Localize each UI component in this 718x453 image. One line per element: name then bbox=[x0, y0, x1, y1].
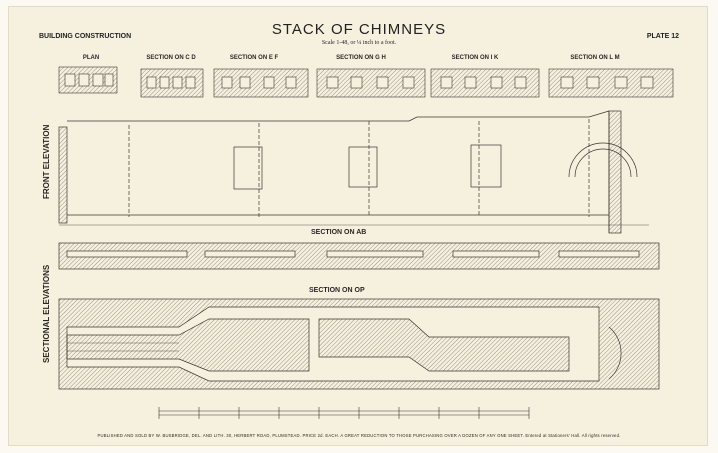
section-ef-drawing bbox=[213, 68, 309, 98]
footer-imprint: PUBLISHED AND SOLD BY W. BUSBRIDGE, DEL.… bbox=[97, 433, 621, 438]
label-section-ab: SECTION ON AB bbox=[311, 229, 367, 236]
section-cd-drawing bbox=[140, 68, 204, 98]
scale-bar bbox=[158, 407, 530, 419]
plate-number: PLATE 12 bbox=[646, 33, 679, 40]
label-section-op: SECTION ON OP bbox=[309, 287, 365, 294]
header-left: BUILDING CONSTRUCTION bbox=[39, 33, 132, 40]
section-op-drawing bbox=[58, 298, 660, 390]
label-section-ik: SECTION ON I K bbox=[451, 55, 499, 61]
drawing-sheet: BUILDING CONSTRUCTION STACK OF CHIMNEYS … bbox=[8, 6, 708, 446]
scale-note: Scale 1-48, or ¼ inch to a foot. bbox=[321, 40, 397, 46]
plan-drawing bbox=[58, 66, 118, 94]
label-section-ef: SECTION ON E F bbox=[229, 55, 279, 61]
technical-drawing bbox=[58, 66, 674, 419]
label-section-lm: SECTION ON L M bbox=[570, 55, 620, 61]
section-gh-drawing bbox=[316, 68, 426, 98]
label-section-gh: SECTION ON G H bbox=[336, 55, 386, 61]
front-elevation-drawing bbox=[58, 110, 649, 234]
page-title: STACK OF CHIMNEYS bbox=[271, 21, 447, 38]
section-ab-drawing bbox=[58, 242, 660, 270]
label-section-cd: SECTION ON C D bbox=[146, 55, 196, 61]
label-plan: PLAN bbox=[82, 55, 100, 61]
section-ik-drawing bbox=[430, 68, 540, 98]
section-lm-drawing bbox=[548, 68, 674, 98]
